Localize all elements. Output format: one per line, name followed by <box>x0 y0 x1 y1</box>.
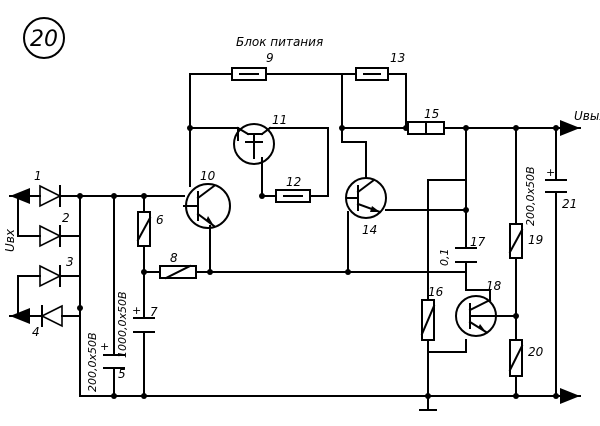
svg-text:18: 18 <box>486 279 502 293</box>
capacitor-7: + 7 1000,0х50В <box>116 291 158 358</box>
resistor-19: 19 <box>508 223 543 259</box>
transistor-11: 11 <box>233 113 287 165</box>
svg-text:13: 13 <box>390 51 405 65</box>
svg-text:17: 17 <box>470 235 486 249</box>
figure-number-badge: 20 <box>23 17 65 59</box>
svg-text:1000,0х50В: 1000,0х50В <box>116 291 129 358</box>
figure-number: 20 <box>30 27 58 52</box>
resistor-12: 12 <box>275 175 311 203</box>
svg-text:21: 21 <box>562 197 577 211</box>
capacitor-17: 17 0,1 <box>438 235 486 266</box>
svg-text:15: 15 <box>424 107 439 121</box>
diode-3: 3 <box>39 255 74 288</box>
capacitor-5: + 5 200,0х50В <box>86 332 126 392</box>
resistor-6: 6 <box>136 211 164 247</box>
svg-text:+: + <box>132 304 141 317</box>
svg-text:11: 11 <box>272 113 287 127</box>
capacitor-21: + 21 200,0х50В <box>524 166 577 226</box>
svg-text:12: 12 <box>286 175 301 189</box>
transistor-14: 14 <box>345 177 387 237</box>
svg-text:0,1: 0,1 <box>438 249 451 267</box>
svg-text:2: 2 <box>62 211 70 225</box>
svg-text:7: 7 <box>150 305 158 319</box>
svg-text:+: + <box>546 166 555 179</box>
svg-text:19: 19 <box>528 233 543 247</box>
output-label: Uвых <box>574 109 600 123</box>
svg-text:14: 14 <box>362 223 377 237</box>
resistor-15: 15 <box>407 107 445 135</box>
svg-text:16: 16 <box>428 285 444 299</box>
svg-text:5: 5 <box>118 367 126 381</box>
resistor-16: 16 <box>420 285 444 341</box>
transistor-10: 10 <box>183 169 231 229</box>
diode-1: 1 <box>34 169 62 208</box>
wiring <box>9 73 580 411</box>
resistor-20: 20 <box>508 339 544 377</box>
block-title: Блок питания <box>236 35 323 49</box>
svg-text:4: 4 <box>32 325 40 339</box>
svg-text:+: + <box>100 340 109 353</box>
svg-text:9: 9 <box>266 51 274 65</box>
svg-text:20: 20 <box>528 345 544 359</box>
svg-text:1: 1 <box>34 169 42 183</box>
resistor-9: 9 <box>231 51 274 81</box>
transistor-18: 18 <box>455 279 502 337</box>
svg-text:8: 8 <box>170 251 178 265</box>
svg-text:200,0х50В: 200,0х50В <box>86 332 99 392</box>
svg-text:3: 3 <box>66 255 74 269</box>
junction-dots <box>77 125 559 399</box>
svg-text:10: 10 <box>200 169 216 183</box>
resistor-13: 13 <box>355 51 405 81</box>
diode-2: 2 <box>39 211 70 248</box>
diode-4: 4 <box>32 304 63 339</box>
svg-text:200,0х50В: 200,0х50В <box>524 166 537 226</box>
resistor-8: 8 <box>159 251 197 280</box>
input-label: Uвх <box>3 228 17 252</box>
svg-text:6: 6 <box>156 213 164 227</box>
